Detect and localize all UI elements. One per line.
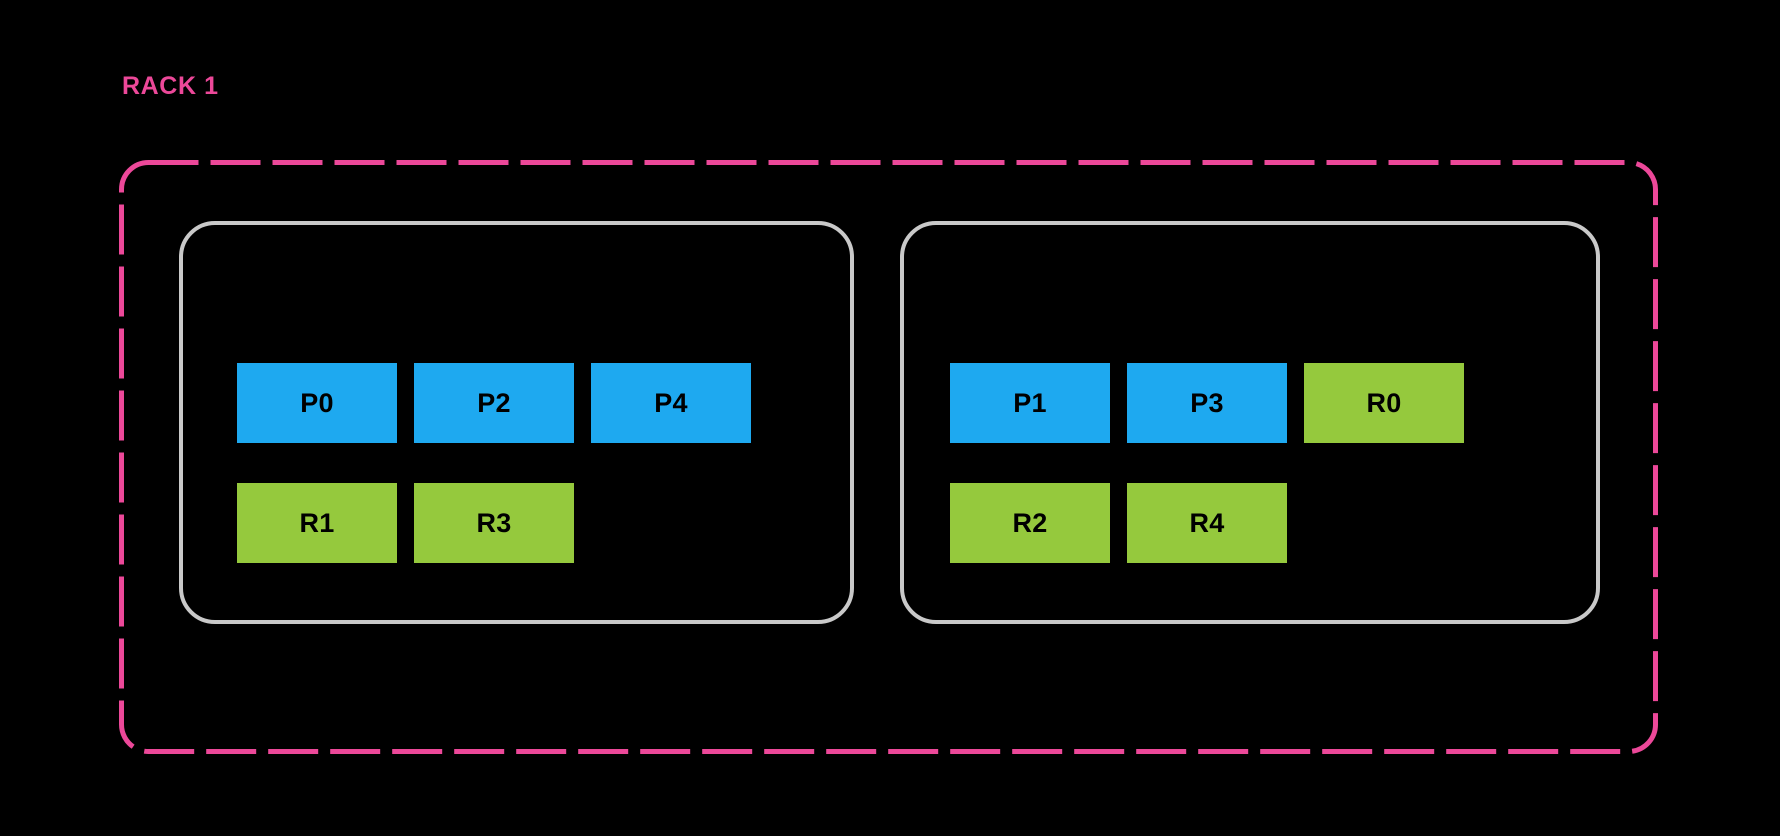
unit-box-label: R3	[476, 507, 512, 538]
unit-box-p3[interactable]: P3	[1127, 363, 1287, 443]
unit-box-label: P3	[1190, 387, 1224, 418]
unit-box-r0[interactable]: R0	[1304, 363, 1464, 443]
unit-box-label: R4	[1189, 507, 1225, 538]
unit-box-r3[interactable]: R3	[414, 483, 574, 563]
unit-box-p4[interactable]: P4	[591, 363, 751, 443]
unit-box-r4[interactable]: R4	[1127, 483, 1287, 563]
unit-box-label: P2	[477, 387, 511, 418]
unit-box-p1[interactable]: P1	[950, 363, 1110, 443]
unit-box-r1[interactable]: R1	[237, 483, 397, 563]
unit-box-label: R2	[1012, 507, 1048, 538]
rack-label: RACK 1	[122, 72, 219, 100]
unit-box-r2[interactable]: R2	[950, 483, 1110, 563]
unit-box-label: P1	[1013, 387, 1047, 418]
unit-box-label: P0	[300, 387, 334, 418]
unit-box-label: P4	[654, 387, 688, 418]
unit-box-p0[interactable]: P0	[237, 363, 397, 443]
unit-box-p2[interactable]: P2	[414, 363, 574, 443]
unit-box-label: R1	[299, 507, 335, 538]
unit-box-label: R0	[1366, 387, 1402, 418]
